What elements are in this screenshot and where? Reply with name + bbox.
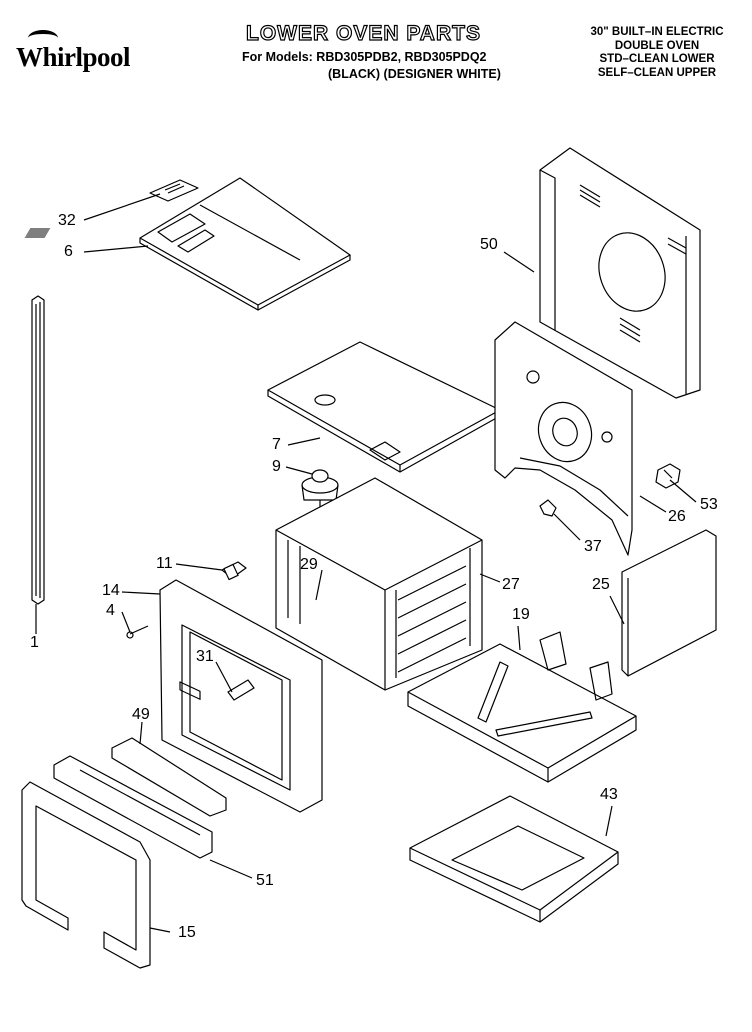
logo-swoosh [28,30,58,46]
description-line: DOUBLE OVEN [614,39,700,52]
callout-51: 51 [256,872,274,889]
part-32-vent-plate[interactable] [149,179,199,202]
callout-31: 31 [196,648,214,665]
callout-4: 4 [106,602,115,619]
part-7-top-shield[interactable] [267,341,501,473]
callout-26: 26 [668,508,686,525]
leader-lines [35,193,697,933]
part-11-light-socket[interactable] [221,561,247,581]
part-50-back-panel[interactable] [539,147,701,399]
part-15-gasket[interactable] [21,781,151,969]
part-53-fitting[interactable] [655,463,681,489]
callout-29: 29 [300,556,318,573]
callout-14: 14 [102,582,120,599]
callout-50: 50 [480,236,498,253]
whirlpool-logo: Whirlpool [10,28,160,76]
part-26-rear-bracket[interactable] [494,321,633,556]
part-31-knob[interactable] [227,679,255,701]
callout-25: 25 [592,576,610,593]
callout-43: 43 [600,786,618,803]
part-27-oven-liner[interactable] [275,477,483,691]
models-line: For Models: RBD305PDB2, RBD305PDQ2 [242,50,487,64]
callout-7: 7 [272,436,281,453]
part-19-bottom-panel[interactable] [407,631,637,783]
description-line: SELF–CLEAN UPPER [597,66,717,79]
part-6-top-panel[interactable] [24,177,351,311]
callout-32: 32 [58,212,76,229]
callout-9: 9 [272,458,281,475]
part-1-trim-strip[interactable] [31,295,45,605]
callout-27: 27 [502,576,520,593]
callout-15: 15 [178,924,196,941]
colors-line: (BLACK) (DESIGNER WHITE) [328,67,501,81]
description-line: 30" BUILT–IN ELECTRIC [590,26,724,38]
brand-name: Whirlpool [16,42,131,72]
callout-6: 6 [64,243,73,260]
callout-53: 53 [700,496,718,513]
part-43-bottom-tray[interactable] [409,795,619,923]
part-25-side-panel[interactable] [621,529,717,677]
callout-37: 37 [584,538,602,555]
callout-19: 19 [512,606,530,623]
callout-11: 11 [156,555,173,572]
page-title: LOWER OVEN PARTS [245,21,481,45]
part-37-sensor[interactable] [539,499,557,517]
appliance-description: 30" BUILT–IN ELECTRIC DOUBLE OVEN STD–CL… [582,26,732,80]
callout-1: 1 [30,634,39,651]
description-line: STD–CLEAN LOWER [599,53,715,65]
part-49-strip[interactable] [111,737,227,817]
part-4-screw[interactable] [126,625,149,639]
callout-49: 49 [132,706,150,723]
part-9-fan[interactable] [301,469,339,530]
part-51-vent-trim[interactable] [53,755,213,859]
